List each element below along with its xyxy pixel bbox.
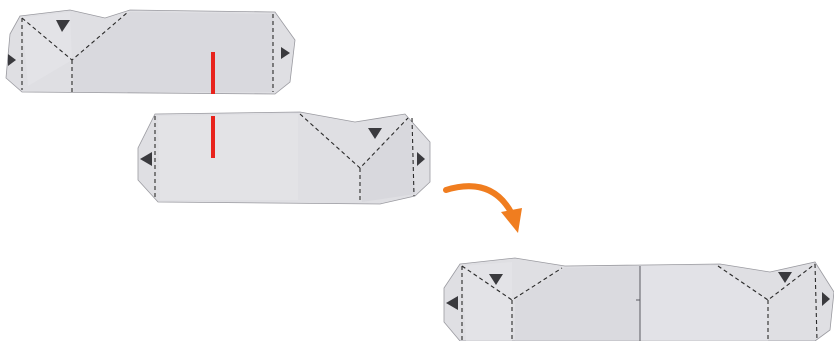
paper-strip-joined [444,258,834,341]
paper-strip-bottom [138,112,430,204]
cut-line [211,52,215,158]
curved-arrow-icon [446,186,522,233]
paper-strip-top [6,10,295,94]
